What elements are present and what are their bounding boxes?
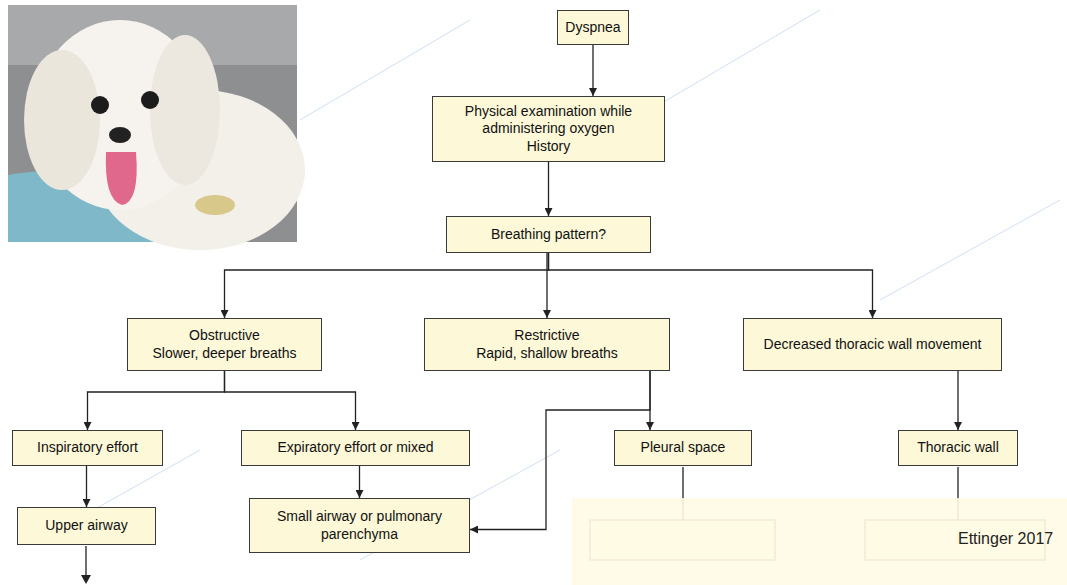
watermark-line (650, 10, 820, 110)
source-credit: Ettinger 2017 (958, 530, 1053, 548)
flow-arrow (546, 253, 547, 318)
flow-arrow (225, 371, 356, 430)
node-text: Rapid, shallow breaths (476, 345, 618, 362)
node-text: Restrictive (514, 327, 579, 344)
flow-arrow (86, 466, 87, 507)
dog-tongue (106, 152, 137, 205)
node-text: History (527, 138, 571, 155)
node-text: Dyspnea (565, 19, 620, 36)
dog-ear (24, 50, 100, 190)
flow-arrow (592, 45, 593, 96)
node-text: Breathing pattern? (491, 226, 606, 243)
flow-arrow (359, 466, 360, 498)
fade-overlay (572, 498, 1067, 585)
decision-box: Breathing pattern? (446, 216, 651, 253)
dog-photo (8, 5, 305, 250)
dog-eye (141, 91, 159, 109)
node-text: Inspiratory effort (37, 439, 138, 456)
location-box: Small airway or pulmonary parenchyma (249, 498, 470, 553)
flow-arrow (957, 371, 958, 430)
dog-ear (150, 35, 220, 185)
category-box: ObstructiveSlower, deeper breaths (127, 318, 322, 371)
category-box: RestrictiveRapid, shallow breaths (424, 318, 670, 371)
process-box: Inspiratory effort (12, 430, 163, 466)
process-box: Expiratory effort or mixed (241, 430, 470, 466)
node-text: Pleural space (641, 439, 726, 456)
flow-arrow (88, 371, 225, 430)
node-text: Decreased thoracic wall movement (764, 336, 982, 353)
node-text: Obstructive (189, 327, 260, 344)
location-box: Thoracic wall (898, 430, 1018, 466)
node-text: Slower, deeper breaths (153, 345, 297, 362)
flow-arrow (225, 253, 549, 318)
stub-arrowhead (81, 575, 91, 584)
dog-nose (109, 127, 131, 143)
node-text: Upper airway (45, 517, 127, 534)
flow-arrow (548, 162, 549, 216)
flow-arrow (549, 253, 873, 318)
node-text: Thoracic wall (917, 439, 999, 456)
watermark-lines (40, 10, 1060, 560)
dog-collar (195, 195, 235, 215)
category-box: Decreased thoracic wall movement (743, 318, 1002, 371)
location-box: Upper airway (17, 507, 156, 545)
process-box: Physical examination while administering… (432, 96, 665, 162)
location-box: Pleural space (614, 430, 752, 466)
watermark-line (880, 200, 1060, 300)
node-text: Small airway or pulmonary parenchyma (256, 508, 463, 542)
stub-line (85, 546, 86, 577)
node-text: Physical examination while administering… (439, 103, 658, 137)
dog-eye (91, 96, 109, 114)
start-box: Dyspnea (557, 10, 629, 45)
node-text: Expiratory effort or mixed (277, 439, 433, 456)
